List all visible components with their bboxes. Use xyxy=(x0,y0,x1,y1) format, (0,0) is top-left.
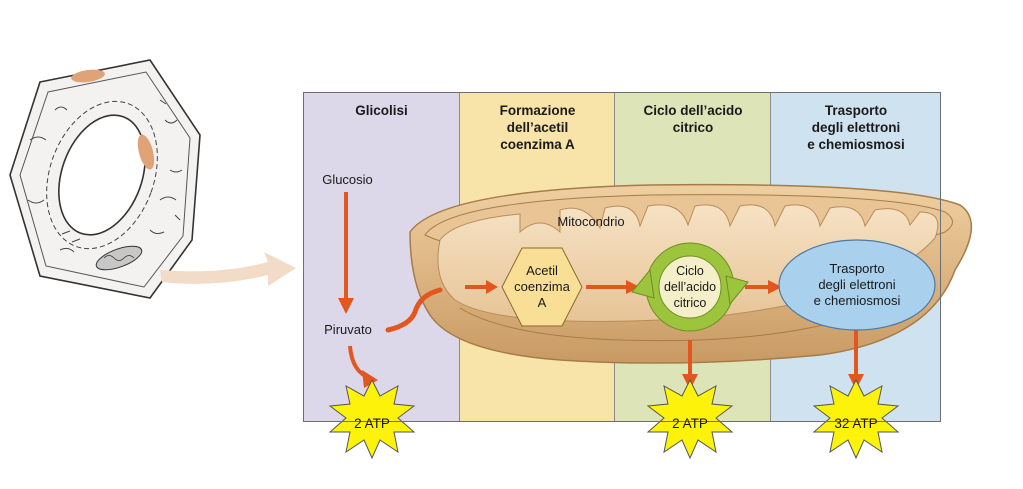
label-piruvato: Piruvato xyxy=(324,322,372,337)
header-trasporto: Trasporto degli elettroni e chemiosmosi xyxy=(807,103,905,152)
arrow-piruvato-mito xyxy=(385,287,443,333)
atp-burst-glicolisi xyxy=(328,378,416,460)
ciclo-ring-arrowhead-right xyxy=(725,275,749,306)
arrow-to-acetil-head xyxy=(486,280,498,294)
atp-label-glicolisi: 2 ATP xyxy=(354,416,390,431)
atp-label-ciclo: 2 ATP xyxy=(672,416,708,431)
label-ciclo-ring: Ciclo dell’acido citrico xyxy=(663,264,717,310)
ciclo-ring-center xyxy=(658,255,722,319)
header-glicolisi: Glicolisi xyxy=(355,103,408,118)
plant-cell-illustration xyxy=(9,59,201,299)
label-trasporto-oval: Trasporto degli elettroni e chemiosmosi xyxy=(813,261,901,308)
acetil-hexagon xyxy=(501,247,583,327)
header-acetil: Formazione dell’acetil coenzima A xyxy=(499,103,576,152)
arrow-acetil-ciclo-head xyxy=(626,280,640,294)
trasporto-oval xyxy=(778,239,936,331)
header-ciclo: Ciclo dell’acido citrico xyxy=(643,103,743,135)
flow-arrows xyxy=(338,192,864,390)
label-glucosio: Glucosio xyxy=(322,172,373,187)
ciclo-ring-arrowhead-left xyxy=(631,268,655,299)
label-acetil-hexagon: Acetil coenzima A xyxy=(514,263,570,310)
arrow-ciclo-trasporto-head xyxy=(768,280,782,294)
label-mitocondrio: Mitocondrio xyxy=(557,214,625,229)
atp-label-trasporto: 32 ATP xyxy=(834,416,878,431)
arrow-piruvato-atp-head xyxy=(362,370,378,388)
atp-burst-trasporto xyxy=(812,378,900,460)
atp-burst-ciclo xyxy=(646,378,734,460)
pointer-arrow xyxy=(160,252,296,286)
arrow-glucosio-piruvato-head xyxy=(338,298,354,314)
